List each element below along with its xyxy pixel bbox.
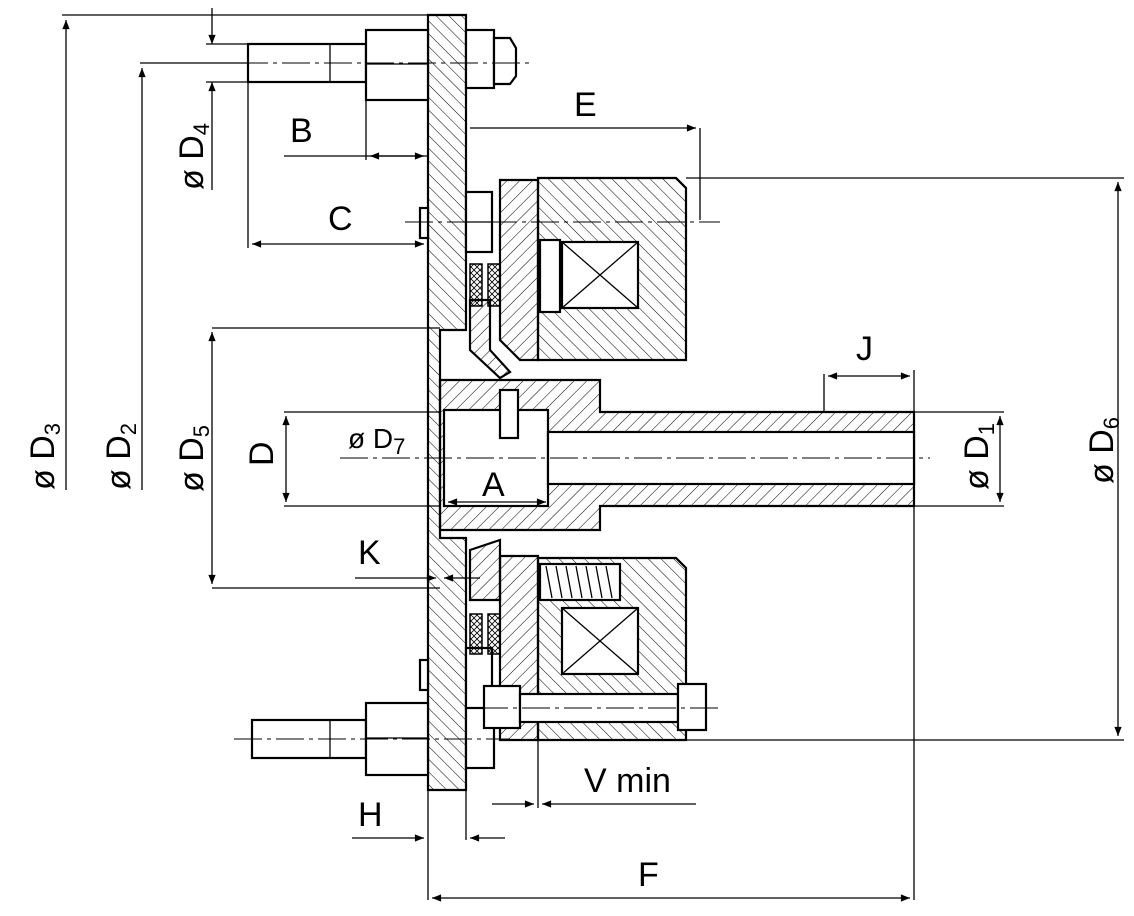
label-b: B [290, 112, 313, 150]
label-k: K [358, 534, 381, 572]
label-e: E [574, 86, 597, 124]
label-d4: ø D4 [173, 123, 214, 190]
label-v-min: V min [584, 762, 671, 800]
label-d1: ø D1 [958, 423, 999, 490]
upper-flange-screw [405, 190, 720, 254]
label-d7: ø D7 [348, 423, 405, 459]
label-a: A [482, 466, 505, 504]
label-d5: ø D5 [173, 425, 214, 492]
label-f: F [638, 856, 659, 894]
upper-magnet-body [536, 176, 688, 362]
label-d6: ø D6 [1083, 417, 1124, 484]
label-j: J [856, 330, 873, 368]
flange-plate [426, 13, 468, 792]
upper-armature-disc [468, 178, 540, 380]
lower-magnet-bolt [480, 682, 720, 732]
label-c: C [328, 200, 353, 238]
lower-friction-linings [469, 613, 501, 655]
upper-stud-bolt [240, 28, 530, 102]
label-d: D [243, 441, 281, 466]
label-h: H [358, 796, 383, 834]
label-d2: ø D2 [100, 423, 141, 490]
label-d3: ø D3 [24, 423, 65, 490]
dimension-labels: ø D3 ø D2 ø D4 ø D5 D ø D1 ø D6 ø D7 B C… [24, 86, 1124, 894]
upper-friction-linings [469, 263, 501, 307]
lower-stud-bolt [234, 701, 510, 777]
dimension-lines [62, 8, 1124, 902]
hub-shaft [340, 378, 930, 532]
